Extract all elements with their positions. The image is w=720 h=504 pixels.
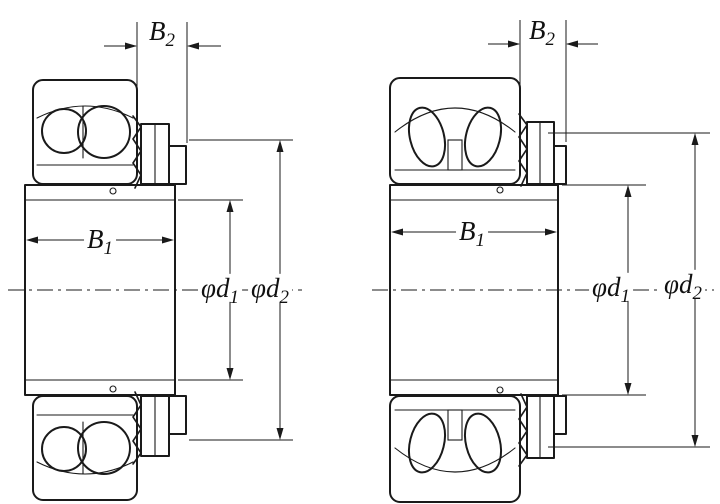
arrowhead <box>276 140 284 152</box>
arrowhead <box>545 228 557 236</box>
roller <box>407 106 447 168</box>
dim-label-sub: 2 <box>692 283 702 305</box>
raceway-arc <box>394 107 516 133</box>
arrowhead <box>187 42 199 50</box>
dim-label-base: B <box>87 223 104 254</box>
dim-label-sub: 2 <box>545 29 555 51</box>
dim-label-sub: 1 <box>229 287 239 309</box>
dim-label-base: φd <box>664 268 693 299</box>
arrowhead <box>26 236 38 244</box>
dimension-b2-left <box>104 22 221 143</box>
dim-label-d1-left: φd1 <box>198 272 242 307</box>
dim-label-d2-right: φd2 <box>661 268 705 303</box>
right-assembly <box>372 20 714 503</box>
roller <box>463 106 503 168</box>
dim-label-base: φd <box>201 272 230 303</box>
arrowhead <box>624 185 632 197</box>
bearing-section-bottom-left <box>32 385 187 501</box>
arrowhead <box>624 383 632 395</box>
ball <box>77 105 131 159</box>
dim-label-sub: 1 <box>620 286 630 308</box>
dim-label-sub: 1 <box>475 230 485 252</box>
dimension-b2-right <box>488 20 598 142</box>
dim-label-b1-right: B1 <box>456 215 488 250</box>
bearing-section-top-right <box>389 77 567 194</box>
lock-nut-step <box>168 145 187 185</box>
lock-nut-step <box>553 145 567 185</box>
washer-tab-hole <box>109 187 117 195</box>
dim-label-sub: 2 <box>165 30 175 52</box>
arrowhead <box>276 428 284 440</box>
dim-label-sub: 1 <box>103 238 113 260</box>
arrowhead <box>691 133 699 145</box>
arrowhead <box>508 40 520 48</box>
arrowhead <box>566 40 578 48</box>
arrowhead <box>125 42 137 50</box>
dim-label-d1-right: φd1 <box>589 271 633 306</box>
guide-flange <box>447 139 463 171</box>
arrowhead <box>226 368 234 380</box>
arrowhead <box>391 228 403 236</box>
dim-label-d2-left: φd2 <box>248 272 292 307</box>
bearing-section-top-left <box>32 79 187 195</box>
dim-label-b2-left: B2 <box>146 15 178 50</box>
dim-label-base: B <box>149 15 166 46</box>
bearing-section-bottom-right <box>389 386 567 503</box>
arrowhead <box>691 435 699 447</box>
arrowhead <box>226 200 234 212</box>
left-assembly <box>8 22 302 501</box>
washer-tab-hole <box>496 186 504 194</box>
dim-label-base: B <box>459 215 476 246</box>
dim-label-b2-right: B2 <box>526 14 558 49</box>
arrowhead <box>162 236 174 244</box>
dim-label-base: φd <box>251 272 280 303</box>
dim-label-base: B <box>529 14 546 45</box>
dim-label-sub: 2 <box>279 287 289 309</box>
dim-label-base: φd <box>592 271 621 302</box>
dim-label-b1-left: B1 <box>84 223 116 258</box>
ball <box>41 108 87 154</box>
